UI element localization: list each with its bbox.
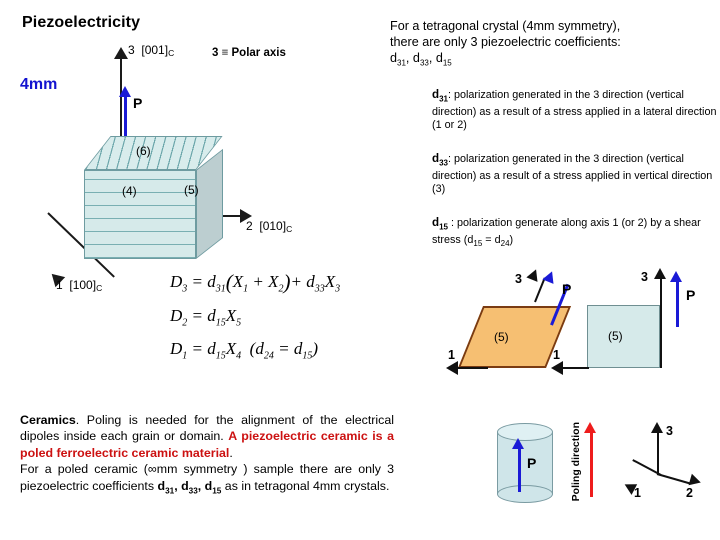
axis-1-number: 1 [56,278,63,292]
cylinder-polarization-arrow-shaft [518,448,521,492]
unsheared-axis-1-label: 1 [553,348,560,362]
ceramic-cylinder-body [497,432,553,494]
axis-3-arrowhead-icon [114,47,128,59]
ceramics-emphasis: A piezoelectric ceramic is a poled ferro… [20,429,394,460]
intro-line-2: there are only 3 piezoelectric coefficie… [390,35,621,49]
cube-face-label-right: (5) [184,183,199,197]
intro-text: For a tetragonal crystal (4mm symmetry),… [390,18,715,72]
sheared-face-label: (5) [494,330,509,344]
unsheared-polarization-label: P [686,287,696,303]
ceramics-part-2b: as in tetragonal 4mm crystals. [221,478,390,493]
intro-line-1: For a tetragonal crystal (4mm symmetry), [390,19,621,33]
unsheared-axis-3-arrowhead-icon [654,268,666,279]
polarization-arrowhead-icon [119,86,131,97]
definition-d31-symbol: d31 [432,88,448,104]
sheared-axis-1-line [452,367,488,369]
axis-2-arrowhead-icon [240,209,252,223]
unsheared-square [587,305,660,368]
ceramics-coefficients: d31, d33, d15 [157,478,222,496]
poling-direction-label: Poling direction [570,422,582,502]
intro-coefficients: d31, d33, d15 [390,51,452,68]
unsheared-axis-1-arrowhead-icon [551,361,563,375]
cube-face-front-striped [84,170,196,259]
symmetry-group-label: 4mm [20,76,58,93]
sheared-axis-1-arrowhead-icon [446,361,458,375]
cylinder-polarization-label: P [527,455,537,471]
definition-d31: d31: polarization generated in the 3 dir… [432,88,717,132]
ceramic-cylinder-bottom-ellipse [497,485,553,503]
axis-2-direction: [010] [259,219,287,233]
ceramics-paragraph: Ceramics. Poling is needed for the align… [20,412,394,500]
unsheared-polarization-arrow-shaft [676,281,679,327]
axis-3-direction: [001] [141,43,169,57]
axis-1-label: 1 [100]C [56,278,102,293]
sheared-axis-1-label: 1 [448,348,455,362]
axis-2-number: 2 [246,219,253,233]
axis-3-subscript: C [168,48,175,58]
unsheared-axis-3-label: 3 [641,270,648,284]
sheared-axis-3-label: 3 [515,272,522,286]
page-title: Piezoelectricity [22,14,141,31]
bottom-axis-1-label: 1 [634,486,641,500]
unsheared-face-label: (5) [608,329,623,343]
bottom-axis-3-line [657,430,659,474]
axis-2-subscript: C [286,224,293,234]
definition-d15-symbol: d15 [432,216,448,232]
cube-face-label-front: (4) [122,184,137,198]
axis-3-label: 3 [001]C [128,43,174,58]
bottom-axis-2-label: 2 [686,486,693,500]
ceramic-cylinder-top-ellipse [497,423,553,441]
cube-face-label-top: (6) [136,144,151,158]
unsheared-axis-1-line [557,367,589,369]
equation-block: D3 = d31(X1 + X2)+ d33X3 D2 = d15X5 D1 =… [170,270,340,373]
ceramics-part-2a: For a poled ceramic (∞mm symmetry ) samp… [20,462,394,493]
bottom-axis-2-line [656,473,690,485]
ceramics-part-1: . Poling is needed for the alignment of … [20,413,394,444]
unsheared-polarization-arrowhead-icon [670,271,682,282]
poling-direction-arrowhead-icon [584,422,596,433]
definition-d15: d15 : polarization generate along axis 1… [432,216,701,248]
ceramics-period: . [229,445,233,460]
bottom-axis-3-arrowhead-icon [651,422,663,433]
polar-axis-note: 3 ≡ Polar axis [212,47,286,59]
unsheared-axis-3-line [660,276,662,368]
polarization-arrow-shaft [124,95,127,145]
equation-d2: D2 = d15X5 [170,306,242,329]
axis-2-label: 2 [010]C [246,219,292,234]
poling-direction-arrow-shaft [590,432,593,497]
axis-3-number: 3 [128,43,135,57]
cylinder-polarization-arrowhead-icon [512,438,524,449]
definition-d33-symbol: d33 [432,152,448,168]
crystal-cube [84,136,236,260]
equation-d3: D3 = d31(X1 + X2)+ d33X3 [170,270,341,295]
sheared-polarization-label: P [562,281,572,297]
axis-1-subscript: C [96,283,103,293]
axis-1-direction: [100] [69,278,97,292]
definition-d33: d33: polarization generated in the 3 dir… [432,152,713,196]
polarization-label: P [133,95,143,111]
equation-d1: D1 = d15X4 (d24 = d15) [170,339,318,362]
bottom-axis-3-label: 3 [666,424,673,438]
cube-face-right-plain [196,148,223,259]
ceramics-heading: Ceramics [20,413,76,427]
